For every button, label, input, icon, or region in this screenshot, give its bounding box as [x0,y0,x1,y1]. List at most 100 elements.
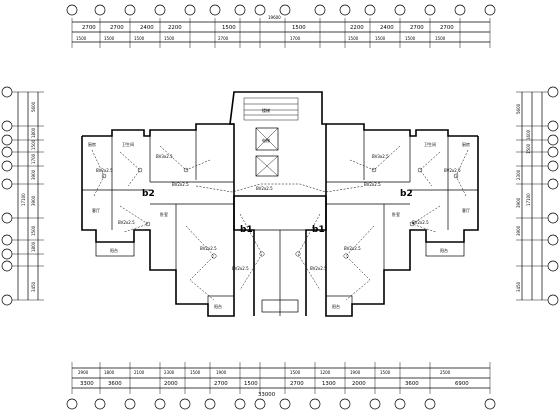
bottom-dim-7: 1500 [290,370,301,375]
wiring-runs [91,145,469,301]
top-dim-3: 2400 [140,25,154,31]
top-dim-10: 2700 [440,25,454,31]
left-dim-7: 1500 [31,225,36,236]
top-dim-5: 1500 [222,25,236,31]
bottom-dim-9: 1900 [350,370,361,375]
circuit-label-6: BV2x2.5 [310,266,327,271]
left-dim-4: 1700 [31,153,36,164]
label-kitchen-right: 厨房 [462,141,470,147]
circuit-label-5: BV2x2.5 [232,266,249,271]
label-kitchen-left: 厨房 [88,141,96,147]
bottom-total-dim: 33000 [258,392,276,398]
left-dim-9: 3450 [31,281,36,292]
top-dim-9: 2700 [410,25,424,31]
panel-b1-right: b1 [312,225,325,235]
top-dim-6: 1500 [292,25,306,31]
bottom-subdim-1: 3300 [80,381,94,387]
left-total-dim: 17100 [21,193,26,206]
right-dim-6: 3900 [516,225,521,236]
top-subdim-5: 2700 [218,36,229,41]
bottom-subdim-2: 3600 [108,381,122,387]
panel-b1-left: b1 [240,225,253,235]
top-subdim-6: 1700 [290,36,301,41]
top-dimension-chain: 2700 2700 2400 2200 1500 1500 2200 2400 … [71,15,491,48]
bottom-dim-4: 2300 [164,370,175,375]
bottom-subdim-7: 1300 [322,381,336,387]
bottom-dimension-chain: 2900 1800 2100 2300 1500 1900 1500 1200 … [71,362,491,398]
top-dim-7: 2200 [350,25,364,31]
label-balcony-right: 阳台 [440,247,448,253]
top-subdim-1: 1500 [76,36,87,41]
bottom-subdim-6: 2700 [290,381,304,387]
top-subdim-9: 1500 [405,36,416,41]
bottom-dim-10: 1500 [380,370,391,375]
top-total-dim: 19600 [268,15,281,20]
right-dim-2: 1600 [526,129,531,140]
bottom-axis-bubbles [66,398,496,410]
plan-outline [81,91,479,317]
panel-b2-right: b2 [400,189,413,199]
bottom-subdim-9: 3600 [405,381,419,387]
top-dim-8: 2400 [380,25,394,31]
bottom-dim-1: 2900 [78,370,89,375]
left-dim-5: 3900 [31,169,36,180]
circuit-label-11: BV2x2.5 [118,220,135,225]
top-subdim-10: 1500 [435,36,446,41]
right-dimension-chain: 5600 1600 1500 2300 3900 3900 3450 17100 [516,91,548,301]
left-dimension-chain: 5600 1800 1500 1700 3900 3900 1500 1800 … [12,91,44,301]
left-dim-6: 3900 [31,195,36,206]
label-bath-left: 卫生间 [122,141,134,147]
top-subdim-3: 1500 [134,36,145,41]
top-dim-4: 2200 [168,25,182,31]
panel-b2-left: b2 [142,189,155,199]
left-dim-3: 1500 [31,139,36,150]
right-dim-4: 2300 [516,169,521,180]
label-bedroom-right: 卧室 [392,211,400,217]
circuit-label-7: BV2x2.5 [344,246,361,251]
bottom-subdim-3: 2000 [164,381,178,387]
circuit-label-8: BV3x2.5 [372,154,389,159]
label-balcony-center-right: 阳台 [332,303,340,309]
label-bath-right: 卫生间 [424,141,436,147]
label-bedroom-left: 卧室 [160,211,168,217]
top-subdim-2: 1500 [104,36,115,41]
bottom-subdim-8: 2000 [352,381,366,387]
bottom-subdim-5: 1500 [244,381,258,387]
left-dim-8: 1800 [31,241,36,252]
circuit-label-9: BV2x2.5 [364,182,381,187]
circuit-label-1: BV2x2.5 [96,168,113,173]
fixtures [101,167,459,259]
circuit-label-2: BV2x2.5 [172,182,189,187]
bottom-subdim-10: 6900 [455,381,469,387]
right-dim-1: 5600 [516,103,521,114]
bottom-dim-5: 1500 [190,370,201,375]
label-balcony-left: 阳台 [110,247,118,253]
circuit-label-13: BV2x2.5 [256,186,273,191]
room-labels: b2 b2 b1 b1 厨房 厨房 卫生间 卫生间 卧室 卧室 客厅 客厅 阳台… [88,107,470,309]
top-axis-bubbles [66,4,496,16]
top-subdim-8: 1500 [375,36,386,41]
left-axis-bubbles [1,86,13,306]
circuit-label-4: BV2x2.5 [200,246,217,251]
top-subdim-7: 1500 [348,36,359,41]
circuit-label-10: BV2x2.5 [444,168,461,173]
bottom-dim-2: 1800 [104,370,115,375]
label-stair: 楼梯 [262,107,270,113]
right-dim-7: 3450 [516,281,521,292]
left-dim-1: 5600 [31,101,36,112]
label-living-left: 客厅 [92,207,100,213]
right-dim-3: 1500 [526,143,531,154]
right-total-dim: 17100 [526,193,531,206]
right-axis-bubbles [547,86,559,306]
top-subdim-4: 1500 [164,36,175,41]
left-dim-2: 1800 [31,127,36,138]
bottom-dim-3: 2100 [134,370,145,375]
bottom-subdim-4: 2700 [214,381,228,387]
top-dim-2: 2700 [110,25,124,31]
label-balcony-center-left: 阳台 [214,303,222,309]
bottom-dim-8: 1200 [320,370,331,375]
label-living-right: 客厅 [462,207,470,213]
label-elevator: 电梯 [262,137,270,143]
bottom-dim-11: 2500 [440,370,451,375]
